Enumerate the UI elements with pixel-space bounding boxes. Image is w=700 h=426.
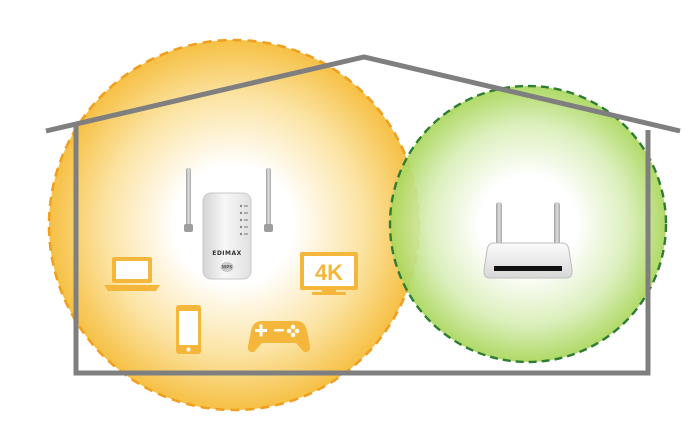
router-front-slot: [494, 266, 562, 271]
gamepad-icon: [247, 321, 311, 353]
laptop-icon: [104, 257, 160, 291]
router-body: [483, 242, 573, 279]
range-extender: EDIMAX WPS: [184, 168, 273, 280]
extender-status-leds: [239, 204, 248, 236]
wireless-router-icon: [483, 202, 573, 279]
tv-4k-badge: 4K: [315, 260, 343, 285]
extender-antenna-right: [266, 168, 271, 232]
extender-brand-label: EDIMAX: [212, 250, 242, 257]
house-outline: [45, 54, 681, 376]
router-coverage-zone: [388, 84, 668, 364]
router-antenna-right: [554, 202, 560, 248]
smartphone-icon: [176, 305, 201, 354]
tv-4k-icon: 4K: [300, 252, 358, 295]
extender-wps-label: WPS: [222, 265, 232, 270]
extender-antenna-left: [186, 168, 191, 232]
house-roof: [45, 54, 681, 134]
extender-body: [202, 192, 252, 280]
router-antenna-left: [496, 202, 502, 248]
extender-wps-button: [220, 262, 234, 272]
house-walls: [73, 124, 651, 376]
